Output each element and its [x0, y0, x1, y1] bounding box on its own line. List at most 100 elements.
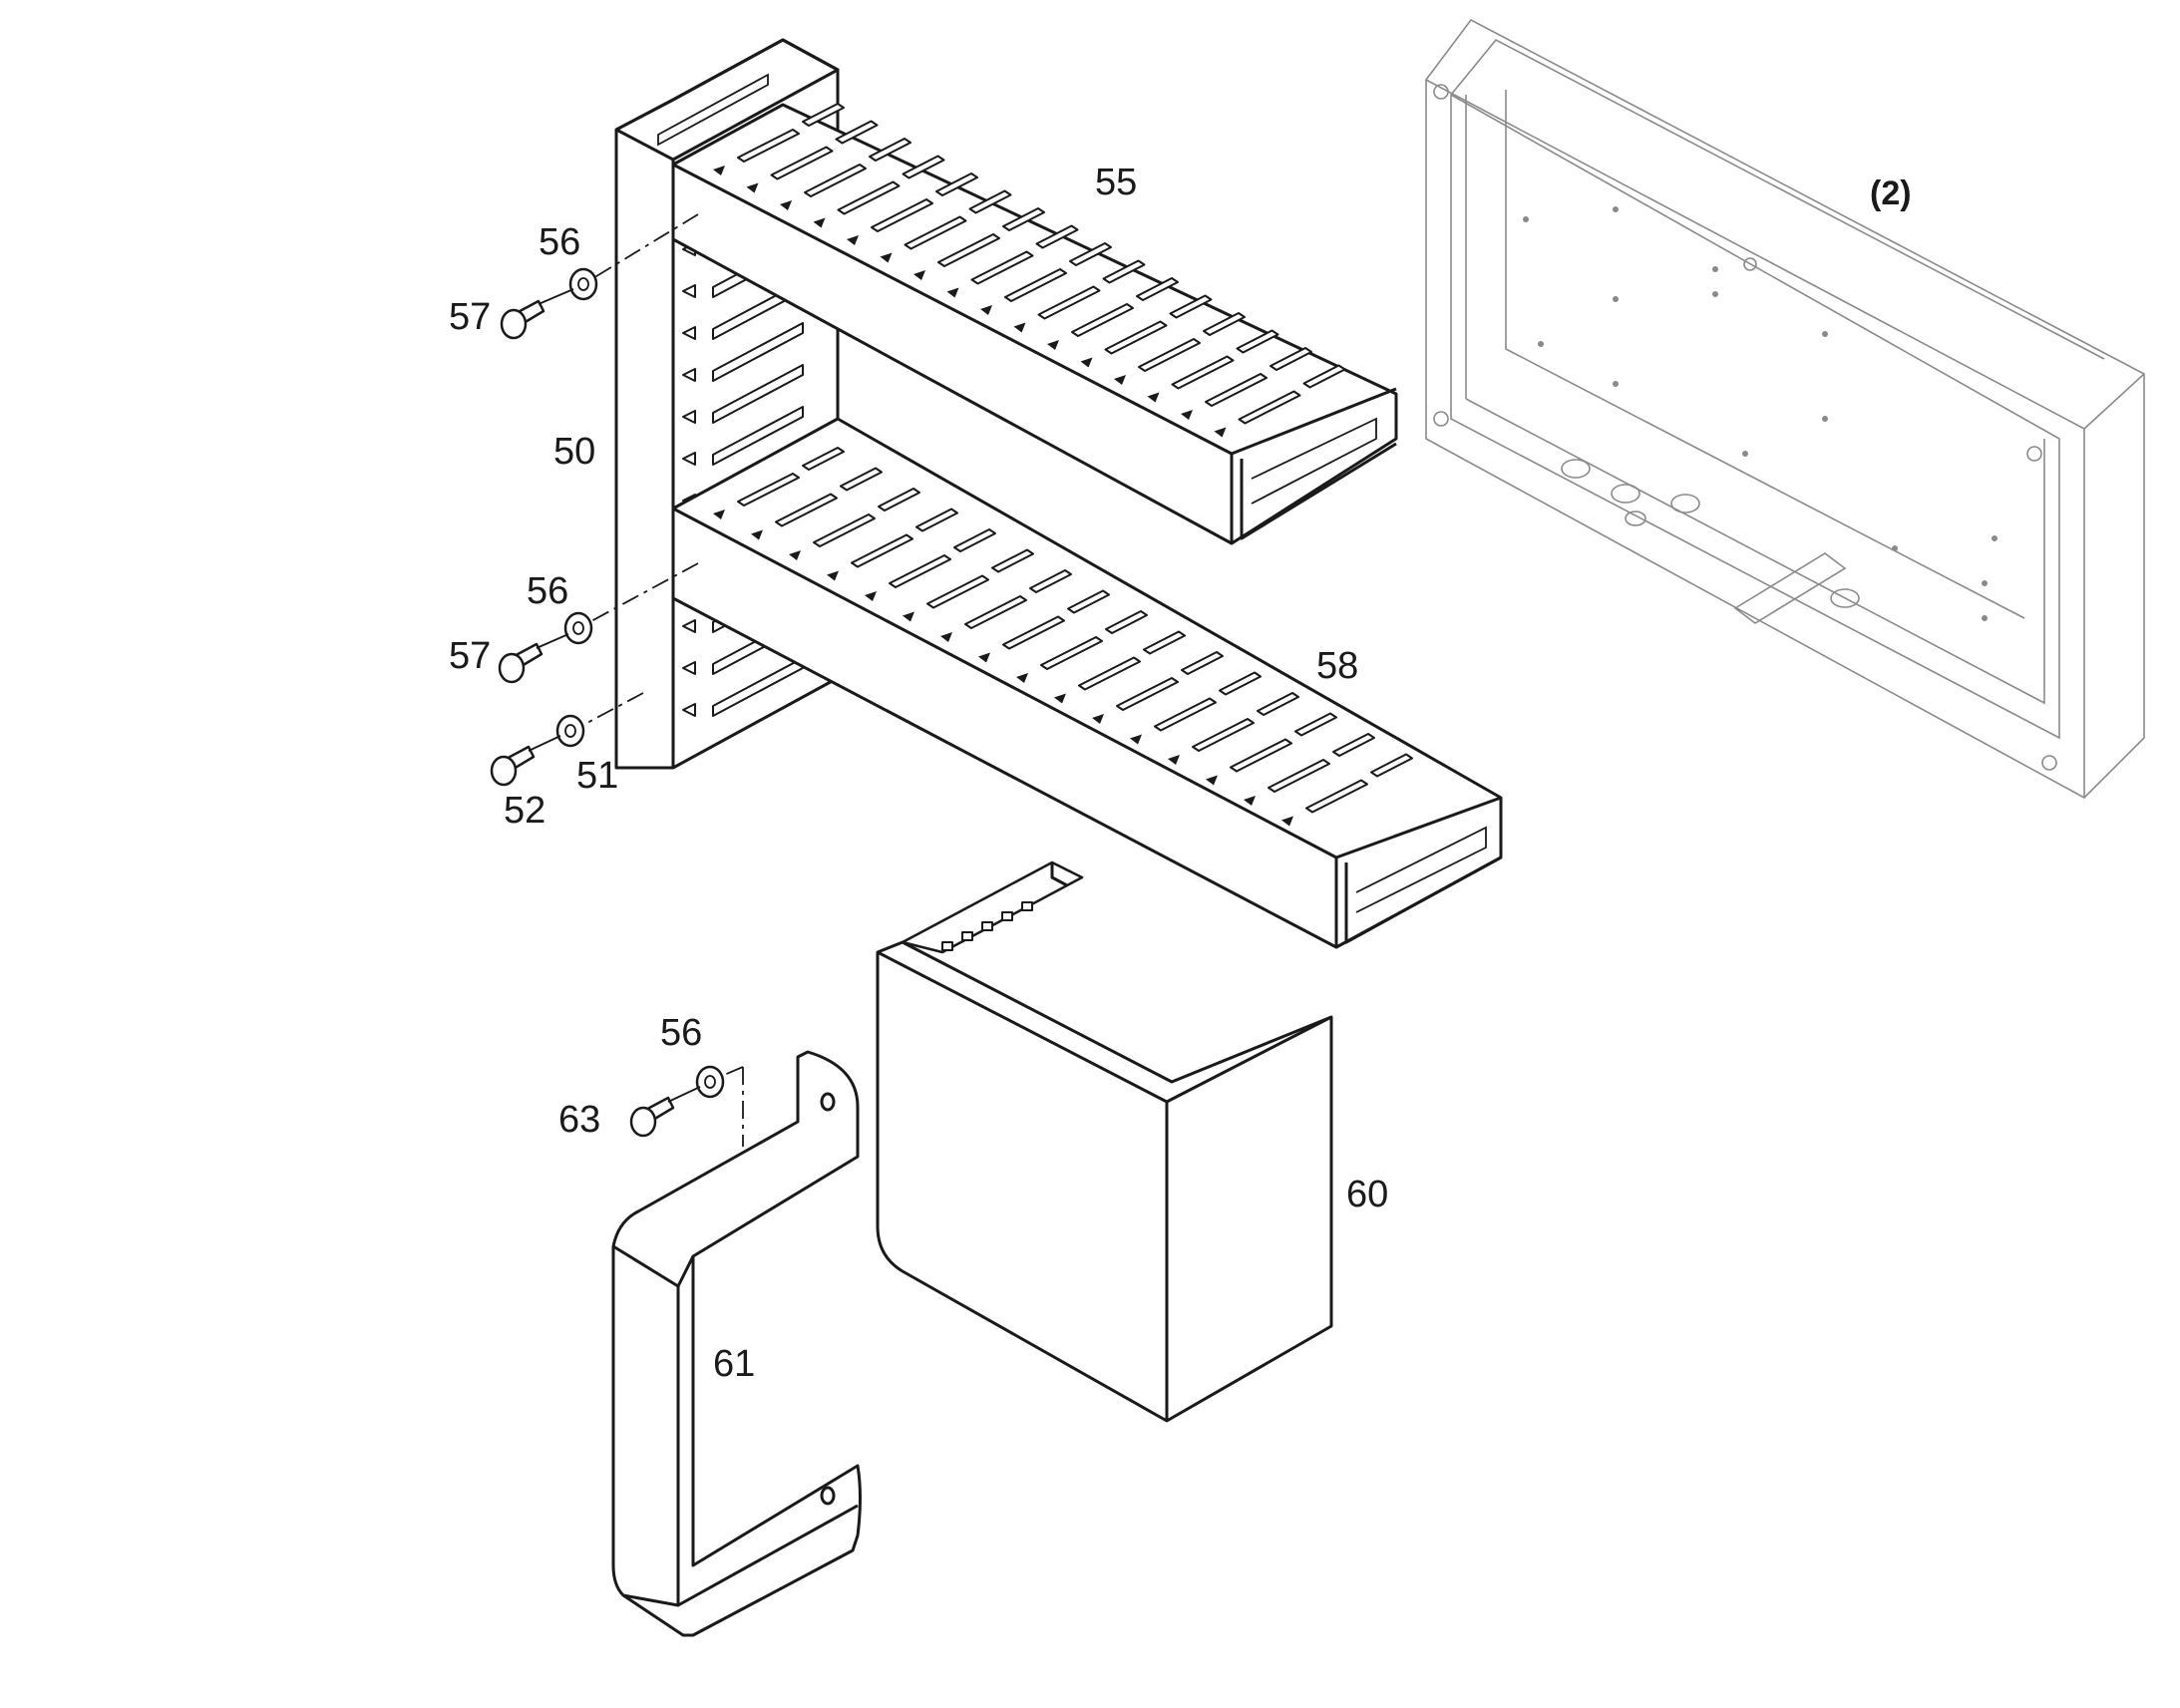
washer-mid — [563, 611, 593, 645]
lower-duct-tooth — [713, 510, 725, 519]
lower-duct-slot — [1143, 630, 1186, 655]
vertical-duct-tooth — [682, 368, 696, 382]
label-screw-top: 57 — [449, 296, 491, 338]
upper-duct-tooth — [980, 305, 992, 315]
washer-top — [568, 267, 598, 301]
lower-duct-tooth — [1130, 734, 1142, 745]
lower-duct-slot — [775, 493, 838, 527]
lower-duct-slot — [1370, 753, 1413, 778]
lower-duct-slot — [1002, 615, 1065, 650]
lower-duct-slot — [926, 574, 989, 609]
upper-duct-slot — [1104, 320, 1168, 355]
lower-duct-slot — [1219, 671, 1262, 696]
upper-duct-slot — [1270, 347, 1312, 371]
upper-duct-slot — [935, 172, 978, 196]
vertical-duct-tooth — [682, 703, 696, 717]
lower-duct-slot — [737, 473, 800, 507]
box-terminal — [1001, 911, 1013, 921]
lower-duct-tooth — [1092, 714, 1104, 724]
box-terminal — [961, 931, 973, 941]
upper-duct-slot — [904, 215, 967, 250]
vertical-duct-tooth — [682, 452, 696, 466]
upper-duct-part: 55 — [671, 103, 1398, 545]
lower-duct-tooth — [1168, 755, 1180, 765]
label-bracket: 61 — [713, 1343, 755, 1385]
upper-duct-slot — [1102, 259, 1146, 284]
lower-duct-slot — [851, 533, 913, 568]
label-vertical-duct: 50 — [553, 431, 595, 473]
lower-duct-tooth — [903, 611, 914, 622]
lower-duct-tooth — [940, 632, 952, 642]
upper-duct-slot — [1302, 364, 1346, 389]
lower-duct-tooth — [827, 570, 839, 581]
screw-top — [500, 288, 574, 340]
upper-duct-slot — [1171, 355, 1235, 390]
lower-duct-slot — [1078, 656, 1141, 691]
lower-duct-slot — [1040, 636, 1103, 670]
upper-duct-slot — [737, 129, 800, 163]
upper-duct-tooth — [1013, 322, 1026, 333]
washer-low — [555, 714, 585, 748]
vertical-duct-slot — [712, 322, 804, 382]
lower-duct-slot — [813, 513, 876, 547]
lower-duct-slot — [1294, 712, 1337, 737]
label-screw-bracket: 63 — [558, 1099, 600, 1141]
lower-duct-part: 58 — [671, 417, 1503, 949]
lower-duct-tooth — [865, 591, 877, 601]
label-lower-duct: 58 — [1316, 645, 1358, 687]
label-washer-top: 56 — [539, 221, 580, 263]
lower-duct-slot — [1268, 759, 1330, 793]
lower-duct-tooth — [1281, 816, 1293, 827]
vertical-duct-tooth — [682, 326, 696, 340]
lower-duct-slot — [802, 447, 845, 471]
box-terminal — [1021, 901, 1033, 911]
lower-duct-slot — [1154, 697, 1217, 732]
upper-duct-tooth — [746, 182, 759, 193]
upper-duct-tooth — [1047, 340, 1059, 350]
vertical-duct-tooth — [682, 661, 696, 675]
upper-duct-slot — [770, 146, 834, 180]
vertical-duct-tooth — [682, 284, 696, 298]
lower-duct-tooth — [1244, 796, 1256, 806]
lower-duct-slot — [1257, 692, 1299, 716]
lower-duct-slot — [964, 595, 1027, 629]
label-upper-duct: 55 — [1095, 162, 1137, 203]
upper-duct-slot — [869, 138, 911, 162]
lower-duct-slot — [1029, 569, 1072, 593]
vertical-duct-tooth — [682, 410, 696, 424]
upper-duct-slot — [968, 189, 1012, 214]
lower-duct-slot — [1105, 610, 1148, 634]
lower-duct-slot — [1181, 651, 1224, 675]
box-part: 60 — [876, 860, 1388, 1423]
vertical-duct-tooth — [682, 619, 696, 633]
upper-duct-slot — [802, 103, 845, 127]
lower-duct-tooth — [1206, 775, 1218, 786]
bracket-part: 61 56 63 — [558, 1012, 862, 1637]
upper-duct-slot — [1203, 312, 1246, 336]
upper-duct-slot — [1205, 373, 1268, 407]
lower-duct-slot — [840, 467, 883, 492]
upper-duct-tooth — [880, 252, 893, 263]
upper-duct-slot — [1169, 294, 1213, 319]
screw-bracket — [629, 1086, 701, 1138]
lower-duct-tooth — [1054, 693, 1066, 704]
upper-duct-tooth — [780, 200, 792, 210]
lower-duct-slot — [889, 554, 951, 588]
upper-duct-slot — [804, 164, 867, 197]
label-enclosure: (2) — [1870, 174, 1912, 212]
upper-duct-slot — [1138, 338, 1201, 372]
lower-duct-slot — [953, 528, 996, 552]
vertical-duct-slot — [712, 364, 804, 424]
upper-duct-slot — [1002, 207, 1045, 231]
label-washer-bracket: 56 — [660, 1012, 702, 1054]
lower-duct-slot — [1230, 738, 1292, 773]
lower-duct-tooth — [1016, 673, 1028, 683]
lower-duct-slot — [991, 548, 1034, 573]
label-box: 60 — [1346, 1174, 1388, 1215]
upper-duct-tooth — [813, 217, 826, 228]
upper-duct-tooth — [847, 235, 859, 245]
upper-duct-tooth — [1147, 392, 1160, 403]
upper-duct-tooth — [946, 287, 959, 298]
